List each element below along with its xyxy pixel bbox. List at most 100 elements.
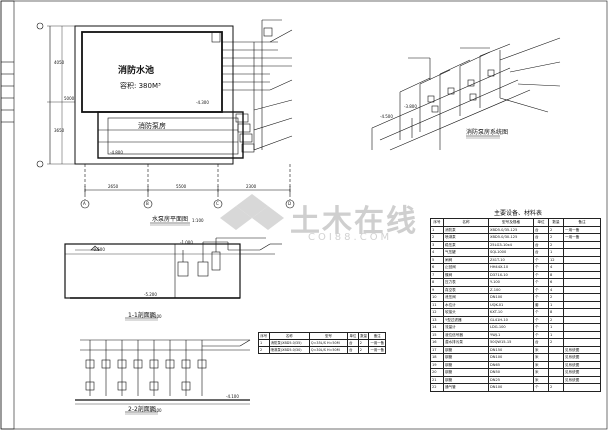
table-cell: 4 xyxy=(548,285,564,294)
col-header: 备注 xyxy=(368,332,386,340)
section1-title: 1-1剖面图 xyxy=(128,312,156,319)
table-cell: 个 xyxy=(533,270,549,279)
elev-8: -4.100 xyxy=(226,394,239,399)
plan-view xyxy=(36,19,295,226)
table-cell: 15 xyxy=(430,330,444,339)
table-cell: DN50 xyxy=(488,368,534,377)
axis-bubble-c: C xyxy=(216,201,219,206)
table-cell: UQK-01 xyxy=(488,300,534,309)
col-header: 名称 xyxy=(268,332,310,340)
table-cell xyxy=(563,308,601,317)
table-cell: 19 xyxy=(430,360,444,369)
material-table-title: 主要设备、材料表 xyxy=(494,210,543,217)
table-cell: 2 xyxy=(548,240,564,249)
table-cell: 米 xyxy=(533,353,549,362)
material-table-header: 序号 名称 型号及规格 单位 数量 备注 xyxy=(430,218,601,227)
table-cell: 米 xyxy=(533,345,549,354)
table-cell: 钢管 xyxy=(443,345,489,354)
table-cell xyxy=(548,345,564,354)
col-header: 单位 xyxy=(533,218,549,227)
table-cell: 个 xyxy=(533,315,549,324)
table-cell: 1 xyxy=(548,323,564,332)
table-cell xyxy=(563,255,601,264)
table-cell xyxy=(563,293,601,302)
table-cell: 真空表 xyxy=(443,285,489,294)
elev-5: -5.200 xyxy=(144,292,157,297)
isometric-title: 消防泵房系统图 xyxy=(466,129,509,136)
plan-title: 水泵房平面图 xyxy=(152,216,189,223)
tank-name: 消防水池 xyxy=(118,66,155,76)
section-1-1 xyxy=(64,237,282,321)
table-cell: 流量计 xyxy=(443,323,489,332)
table-cell xyxy=(563,248,601,257)
table-cell: 见系统图 xyxy=(563,375,601,384)
table-cell: 潜水排污泵 xyxy=(443,338,489,347)
table-cell: 台 xyxy=(347,339,359,347)
table-cell: 闸阀 xyxy=(443,255,489,264)
table-cell: 见系统图 xyxy=(563,368,601,377)
table-cell: LDG-100 xyxy=(488,323,534,332)
table-cell: 稳压泵 xyxy=(443,240,489,249)
watermark-logo xyxy=(220,194,284,230)
axis-bubble-b: B xyxy=(146,201,149,206)
table-cell: 2 xyxy=(430,233,444,242)
table-cell: 台 xyxy=(533,240,549,249)
table-cell: SQL1000 xyxy=(488,248,534,257)
table-cell: 液位信号器 xyxy=(443,330,489,339)
section2-scale: 1:100 xyxy=(150,408,162,413)
table-cell: 6 xyxy=(430,263,444,272)
table-cell xyxy=(563,240,601,249)
table-cell: 个 xyxy=(533,278,549,287)
table-cell xyxy=(548,375,564,384)
col-header: 型号 xyxy=(308,332,349,340)
table-cell xyxy=(548,360,564,369)
table-cell: KXT-10 xyxy=(488,308,534,317)
table-cell: 2 xyxy=(548,233,564,242)
table-cell: 1 xyxy=(548,300,564,309)
table-cell: 14 xyxy=(430,323,444,332)
table-cell: 台 xyxy=(347,346,359,354)
table-cell: 18 xyxy=(430,353,444,362)
table-cell: 21 xyxy=(430,375,444,384)
table-cell: 4 xyxy=(548,263,564,272)
watermark-text: 土木在线 xyxy=(290,204,418,239)
table-cell: DN100 xyxy=(488,383,534,392)
table-cell: 台 xyxy=(533,248,549,257)
table-cell: 10 xyxy=(430,293,444,302)
table-cell: 17 xyxy=(430,345,444,354)
table-cell xyxy=(563,270,601,279)
table-cell: 一用一备 xyxy=(368,346,386,354)
table-cell xyxy=(563,330,601,339)
pump-table-header: 序号 名称 型号 单位 数量 备注 xyxy=(258,332,386,340)
table-cell: DN150 xyxy=(488,345,534,354)
table-cell: GL41H-10 xyxy=(488,315,534,324)
table-cell: HH44X-10 xyxy=(488,263,534,272)
plan-scale: 1:100 xyxy=(192,218,204,223)
table-cell xyxy=(563,323,601,332)
table-cell: YWJ-1 xyxy=(488,330,534,339)
isometric-system xyxy=(371,37,561,151)
table-cell: 个 xyxy=(533,323,549,332)
table-cell: 台 xyxy=(533,225,549,234)
table-cell: 消防泵 xyxy=(443,225,489,234)
table-cell: 2 xyxy=(548,293,564,302)
table-cell: 个 xyxy=(533,308,549,317)
table-cell: 12 xyxy=(548,255,564,264)
table-cell xyxy=(563,263,601,272)
table-cell: 个 xyxy=(533,383,549,392)
